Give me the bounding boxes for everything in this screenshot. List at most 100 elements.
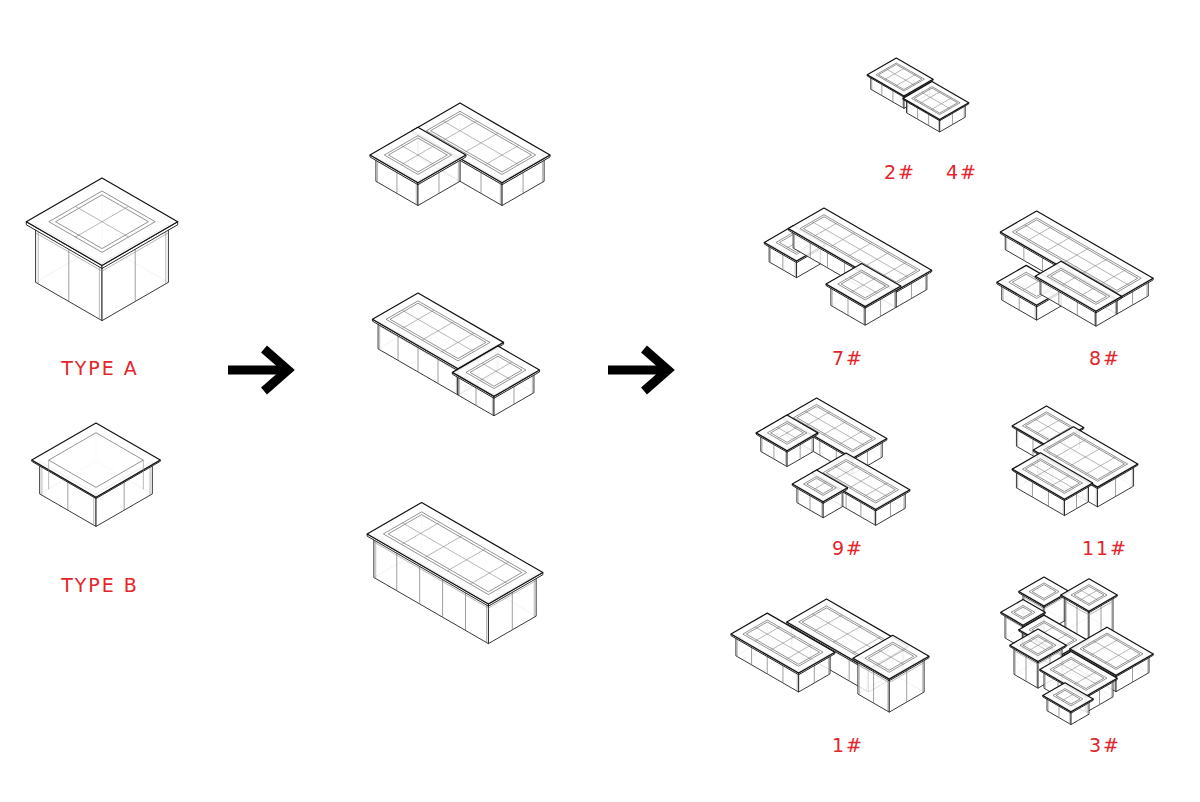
building-plan — [370, 103, 550, 205]
roof-top — [26, 178, 177, 265]
skylight-frame — [1053, 659, 1104, 688]
roof-top — [903, 82, 969, 120]
roof-beam — [1081, 288, 1095, 296]
skylight-frame — [386, 301, 490, 361]
building-volume — [1035, 261, 1121, 326]
building-volume — [731, 613, 835, 692]
roof-top — [1040, 651, 1117, 696]
roof-beam — [480, 362, 512, 380]
roof-top — [731, 613, 835, 673]
building-plan — [1001, 577, 1153, 725]
roof-beam — [75, 206, 128, 237]
skylight-frame — [1050, 657, 1107, 690]
building-number: 4# — [946, 162, 978, 183]
roof-beam — [879, 650, 903, 664]
building-volume — [452, 346, 539, 416]
building-number: 11# — [1082, 538, 1128, 559]
building-number: 2# — [884, 162, 916, 183]
building-volume — [367, 503, 543, 644]
roof-beam — [1080, 590, 1098, 600]
building-plan — [731, 599, 929, 712]
roof-top — [32, 423, 160, 497]
roof-beam — [1080, 590, 1098, 600]
roof-beam — [482, 363, 510, 379]
roof-top — [1010, 629, 1066, 662]
skylight-frame — [912, 87, 960, 115]
building-volume — [853, 635, 929, 712]
roof-beam — [777, 427, 797, 438]
building-volume — [32, 423, 160, 526]
building-plan — [764, 208, 931, 325]
roof-beam — [755, 627, 811, 659]
building-plan — [867, 58, 969, 132]
building-plan — [367, 503, 543, 644]
skylight-frame — [1025, 460, 1079, 491]
roof-top — [1012, 453, 1092, 499]
skylight-frame — [868, 644, 913, 670]
arrow-shaft — [228, 366, 282, 375]
building-volume — [792, 470, 847, 518]
skylight-frame — [1051, 270, 1107, 302]
skylight-frame — [841, 272, 886, 298]
roof-beam — [850, 277, 877, 293]
building-number: 3# — [1089, 735, 1121, 756]
skylight-frame — [914, 88, 957, 113]
skylight-frame — [767, 421, 806, 444]
roof-top — [1043, 683, 1093, 712]
skylight-frame — [390, 303, 486, 358]
roof-beam — [1034, 419, 1061, 435]
skylight-frame — [49, 433, 144, 488]
roof-beam — [1062, 694, 1074, 701]
process-arrow — [608, 349, 668, 391]
skylight-frame — [1056, 690, 1080, 704]
building-number: 8# — [1089, 348, 1121, 369]
building-volume — [788, 208, 931, 307]
roof-beam — [75, 206, 128, 237]
skylight-frame — [384, 136, 451, 175]
arrow-shaft — [608, 366, 662, 375]
building-number: 9# — [832, 538, 864, 559]
skylight-frame — [878, 64, 921, 89]
skylight-frame — [1053, 689, 1083, 706]
skylight-frame — [1032, 585, 1056, 599]
roof-beam — [877, 649, 905, 665]
skylight-frame — [1023, 637, 1053, 654]
roof-beam — [1062, 277, 1076, 285]
skylight-frame — [1074, 586, 1104, 603]
skylight-frame — [388, 515, 522, 592]
type-label: TYPE A — [61, 358, 139, 379]
building-group — [26, 58, 1153, 725]
skylight-frame — [746, 622, 819, 664]
arrow-head — [644, 349, 668, 391]
type-label: TYPE B — [61, 575, 139, 596]
skylight-frame — [865, 642, 917, 672]
roof-beam — [1061, 663, 1097, 684]
roof-beam — [813, 482, 826, 490]
column-line — [68, 244, 69, 302]
roof-beam — [777, 427, 797, 438]
column-line — [135, 244, 136, 302]
building-plan — [756, 398, 910, 525]
roof-top — [756, 415, 818, 451]
inner-corner — [143, 460, 144, 489]
skylight-frame — [1047, 268, 1110, 304]
roof-beam — [1029, 640, 1047, 650]
roof-beam — [805, 411, 864, 445]
building-plan — [1012, 406, 1138, 516]
skylight-frame — [743, 620, 823, 666]
roof-top — [1061, 579, 1117, 612]
skylight-frame — [838, 270, 889, 300]
column-line — [38, 226, 39, 284]
column-line — [165, 226, 166, 284]
skylight-frame — [1011, 605, 1035, 619]
skylight-frame — [771, 423, 804, 442]
roof-beam — [1023, 280, 1040, 290]
skylight-frame — [1020, 635, 1056, 656]
building-volume — [1012, 453, 1092, 516]
roof-top — [792, 470, 847, 502]
skylight-frame — [876, 63, 924, 91]
roof-top — [1035, 261, 1121, 311]
roof-top — [367, 503, 543, 604]
column-line — [99, 262, 100, 320]
